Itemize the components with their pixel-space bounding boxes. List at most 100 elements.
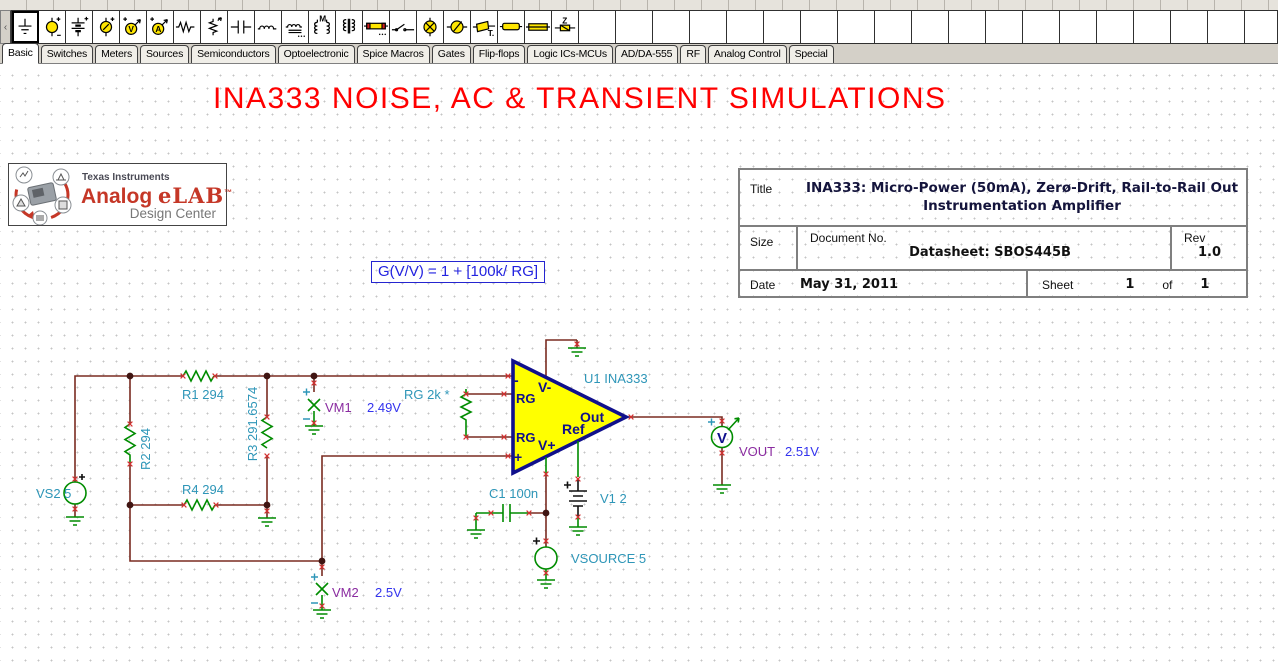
- transformer-button[interactable]: [336, 11, 363, 43]
- svg-text:RG: RG: [516, 430, 536, 445]
- relay-block-button[interactable]: [498, 11, 525, 43]
- fuse-icon: [364, 22, 388, 36]
- resistor-r3[interactable]: [260, 416, 274, 449]
- fuse-block-button[interactable]: [525, 11, 552, 43]
- sheet-total: 1: [1200, 277, 1210, 292]
- tab-basic[interactable]: Basic: [2, 43, 39, 64]
- component-toolbar: ‹ V A M T. Z: [0, 10, 1278, 44]
- toolbar-empty-cells: [579, 11, 1277, 43]
- tab-optoelectronic[interactable]: Optoelectronic: [277, 45, 355, 63]
- title-value: INA333: Micro-Power (50mA), Zerø-Drift, …: [805, 180, 1239, 214]
- label-r4: R4 294: [182, 482, 224, 497]
- tab-logic-ics-mcus[interactable]: Logic ICs-MCUs: [527, 45, 613, 63]
- ti-analog-elab-logo: Texas Instruments Analog eLAB™ Design Ce…: [8, 163, 232, 226]
- tab-spice-macros[interactable]: Spice Macros: [356, 45, 430, 63]
- fuse-button[interactable]: [363, 11, 390, 43]
- document-cell: Document No. Datasheet: SBOS445B: [798, 227, 1172, 269]
- schematic-canvas[interactable]: INA333 NOISE, AC & TRANSIENT SIMULATIONS…: [0, 64, 1278, 665]
- voltage-generator-icon: [99, 17, 115, 37]
- tab-rf[interactable]: RF: [680, 45, 706, 63]
- value-vm2: 2.5V: [375, 585, 402, 600]
- lamp-button[interactable]: [417, 11, 444, 43]
- source-vsource[interactable]: [533, 537, 558, 589]
- tab-ad-da-555[interactable]: AD/DA-555: [615, 45, 679, 63]
- resistor-button[interactable]: [174, 11, 201, 43]
- date-label: Date: [750, 277, 776, 292]
- gain-formula-label[interactable]: G(V/V) = 1 + [100k/ RG]: [371, 261, 546, 283]
- sheet-number: 1: [1125, 277, 1135, 292]
- thyristor-icon: T.: [472, 20, 496, 38]
- varistor-button[interactable]: [444, 11, 471, 43]
- title-block-row-date: Date May 31, 2011 Sheet 1 of 1: [740, 271, 1246, 298]
- switch-button[interactable]: [390, 11, 417, 43]
- title-block: Title INA333: Micro-Power (50mA), Zerø-D…: [738, 168, 1248, 298]
- date-cell: Date May 31, 2011: [740, 271, 1028, 298]
- label-v1: V1 2: [600, 491, 627, 506]
- opamp-u1-ina333[interactable]: - RG RG + V- V+ Out Ref: [511, 358, 631, 477]
- impedance-button[interactable]: Z: [552, 11, 579, 43]
- svg-text:Ref: Ref: [562, 421, 585, 437]
- meter-vm2[interactable]: [311, 573, 332, 619]
- ground-icon: [18, 18, 32, 35]
- inductor-with-core-button[interactable]: [282, 11, 309, 43]
- svg-text:V: V: [717, 430, 727, 447]
- capacitor-button[interactable]: [228, 11, 255, 43]
- meter-vout[interactable]: V: [708, 417, 740, 494]
- document-value: Datasheet: SBOS445B: [909, 245, 1071, 260]
- transformer-m-button[interactable]: M: [309, 11, 336, 43]
- voltmeter-icon: V: [123, 17, 141, 35]
- svg-text:A: A: [155, 24, 161, 34]
- voltage-generator-button[interactable]: [93, 11, 120, 43]
- voltage-source-icon: [45, 17, 61, 37]
- resistor-r4[interactable]: [183, 498, 216, 512]
- label-r1: R1 294: [182, 387, 224, 402]
- rev-label: Rev: [1184, 231, 1206, 245]
- tab-flip-flops[interactable]: Flip-flops: [472, 45, 526, 63]
- meter-vm1[interactable]: [303, 388, 324, 435]
- tab-special[interactable]: Special: [788, 45, 834, 63]
- circuit-schematic[interactable]: - RG RG + V- V+ Out Ref: [0, 64, 1278, 665]
- thyristor-button[interactable]: T.: [471, 11, 498, 43]
- rev-cell: Rev 1.0: [1172, 227, 1246, 269]
- tab-meters[interactable]: Meters: [95, 45, 138, 63]
- potentiometer-button[interactable]: [201, 11, 228, 43]
- battery-button[interactable]: [66, 11, 93, 43]
- schematic-heading: INA333 NOISE, AC & TRANSIENT SIMULATIONS: [213, 82, 947, 115]
- svg-text:V: V: [128, 24, 134, 34]
- varistor-icon: [446, 20, 468, 34]
- size-label: Size: [740, 227, 798, 269]
- label-vm2: VM2: [332, 585, 359, 600]
- svg-text:V+: V+: [538, 437, 556, 453]
- ground-button[interactable]: [12, 11, 39, 43]
- voltmeter-button[interactable]: V: [120, 11, 147, 43]
- battery-v1[interactable]: [564, 479, 588, 536]
- inductor-with-core-icon: [285, 23, 305, 37]
- tab-analog-control[interactable]: Analog Control: [707, 45, 787, 63]
- tab-semiconductors[interactable]: Semiconductors: [191, 45, 276, 63]
- tab-gates[interactable]: Gates: [431, 45, 471, 63]
- capacitor-c1[interactable]: [466, 504, 529, 539]
- elab-logo-graphic-icon: [12, 166, 72, 225]
- resistor-r1[interactable]: [182, 369, 215, 383]
- tab-switches[interactable]: Switches: [40, 45, 94, 63]
- resistor-rg[interactable]: [459, 389, 473, 437]
- svg-text:RG: RG: [516, 391, 536, 406]
- relay-block-icon: [499, 22, 523, 31]
- title-label: Title: [750, 182, 773, 196]
- logo-title-text: Analog eLAB™: [81, 183, 233, 208]
- voltage-source-button[interactable]: [39, 11, 66, 43]
- label-vout: VOUT: [739, 444, 775, 459]
- resistor-icon: [175, 20, 195, 34]
- source-vs2[interactable]: [63, 474, 87, 526]
- value-vm1: 2.49V: [367, 400, 401, 415]
- lamp-icon: [423, 17, 437, 37]
- ammeter-button[interactable]: A: [147, 11, 174, 43]
- capacitor-icon: [230, 20, 252, 34]
- toolbar-scroll-left-button[interactable]: ‹: [0, 10, 11, 44]
- label-rg: RG 2k *: [404, 387, 450, 402]
- tab-sources[interactable]: Sources: [140, 45, 190, 63]
- inductor-button[interactable]: [255, 11, 282, 43]
- title-block-row-title: Title INA333: Micro-Power (50mA), Zerø-D…: [740, 170, 1246, 227]
- resistor-r2[interactable]: [115, 423, 137, 462]
